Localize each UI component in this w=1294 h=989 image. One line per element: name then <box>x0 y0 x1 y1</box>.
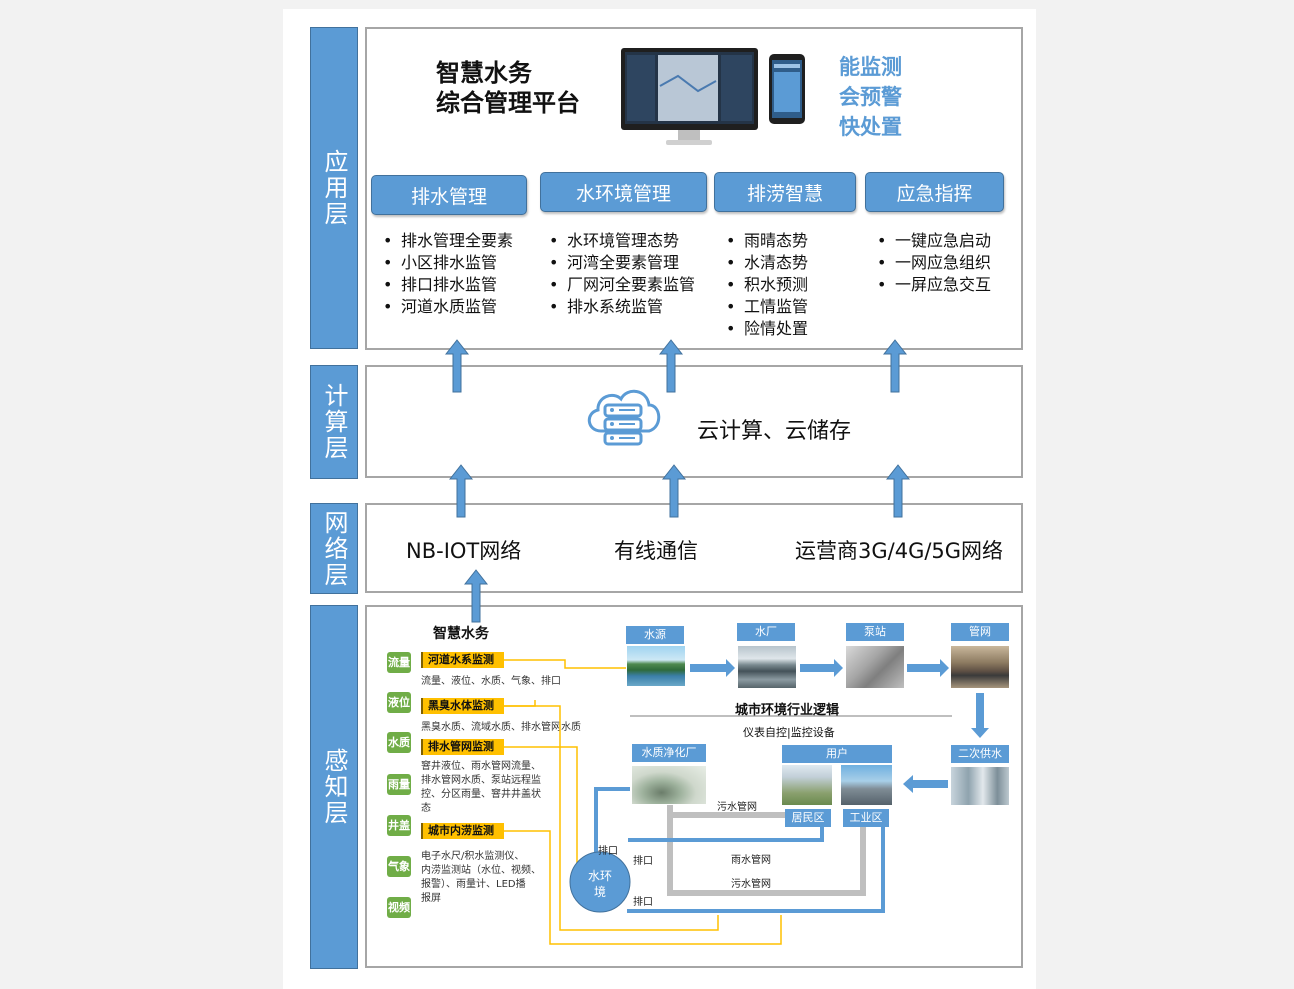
slogan-line-3: 快处置 <box>839 115 902 139</box>
module-flood-list: 雨晴态势 水清态势 积水预测 工情监管 险情处置 <box>726 230 808 340</box>
sensor-weather: 气象 <box>387 856 411 877</box>
monitor-desc-line: 报警）、雨量计、LED播 <box>421 879 526 890</box>
outlet-label-2: 排口 <box>633 856 653 867</box>
slogan-line-2: 会预警 <box>839 85 902 109</box>
sewage-pipe-label-1: 污水管网 <box>717 802 757 813</box>
network-wired: 有线通信 <box>614 539 698 563</box>
rain-pipe-label: 雨水管网 <box>731 855 771 866</box>
slogan: 能监测 会预警 快处置 <box>839 52 902 142</box>
sensor-level: 液位 <box>387 692 411 713</box>
compute-panel <box>365 365 1023 478</box>
monitor-desc-line: 排水管网水质、泵站远程监 <box>421 775 541 786</box>
monitor-desc-line: 电子水尺/积水监测仪、 <box>421 851 525 862</box>
monitor-flood-desc: 电子水尺/积水监测仪、 内涝监测站（水位、视频、 报警）、雨量计、LED播 报屏 <box>421 850 541 906</box>
purification-plant-photo <box>632 766 706 804</box>
purification-plant-label: 水质净化厂 <box>632 744 706 762</box>
sensor-quality: 水质 <box>387 732 411 753</box>
chain-pipe-network: 管网 <box>951 623 1009 641</box>
user-label: 用户 <box>782 745 892 763</box>
monitor-desc-line: 流量、液位、水质、气象、排口 <box>421 676 561 687</box>
list-item: 一网应急组织 <box>877 252 991 274</box>
slogan-line-1: 能监测 <box>839 55 902 79</box>
pipe-network-photo <box>951 646 1009 688</box>
chain-pump-station: 泵站 <box>846 623 904 641</box>
chain-water-source: 水源 <box>626 626 684 644</box>
secondary-supply-label: 二次供水 <box>951 745 1009 763</box>
monitor-desc-line: 内涝监测站（水位、视频、 <box>421 865 541 876</box>
module-drainage-management[interactable]: 排水管理 <box>371 175 527 215</box>
module-drainage-list: 排水管理全要素 小区排水监管 排口排水监管 河道水质监管 <box>383 230 513 318</box>
layer-label-network: 网络层 <box>310 503 358 594</box>
monitor-urban-flood: 城市内涝监测 <box>421 823 504 839</box>
compute-label: 云计算、云储存 <box>697 419 852 444</box>
layer-label-perception: 感知层 <box>310 605 358 969</box>
module-water-env-list: 水环境管理态势 河湾全要素管理 厂网河全要素监管 排水系统监管 <box>549 230 695 318</box>
list-item: 河道水质监管 <box>383 296 513 318</box>
monitor-desc-line: 报屏 <box>421 893 441 904</box>
monitor-desc-line: 黑臭水质、流域水质、排水管网水质 <box>421 722 581 733</box>
list-item: 排水系统监管 <box>549 296 695 318</box>
list-item: 水环境管理态势 <box>549 230 695 252</box>
sensor-flow: 流量 <box>387 652 411 673</box>
sensor-rainfall: 雨量 <box>387 774 411 795</box>
monitor-river-desc: 流量、液位、水质、气象、排口 <box>421 675 561 689</box>
monitor-desc-line: 控、分区雨量、窨井井盖状 <box>421 789 541 800</box>
module-water-environment[interactable]: 水环境管理 <box>540 172 707 212</box>
perception-title: 智慧水务 <box>433 626 489 642</box>
list-item: 排口排水监管 <box>383 274 513 296</box>
module-emergency-list: 一键应急启动 一网应急组织 一屏应急交互 <box>877 230 991 296</box>
platform-title: 智慧水务 综合管理平台 <box>436 58 580 118</box>
residential-photo <box>782 765 832 805</box>
module-emergency-command[interactable]: 应急指挥 <box>865 172 1004 212</box>
monitor-pipe-desc: 窨井液位、雨水管网流量、 排水管网水质、泵站远程监 控、分区雨量、窨井井盖状 态 <box>421 760 541 816</box>
water-env-line-2: 境 <box>593 885 606 899</box>
list-item: 工情监管 <box>726 296 808 318</box>
monitor-desc-line: 窨井液位、雨水管网流量、 <box>421 761 541 772</box>
layer-label-compute: 计算层 <box>310 365 358 479</box>
list-item: 厂网河全要素监管 <box>549 274 695 296</box>
sewage-pipe-label-2: 污水管网 <box>731 879 771 890</box>
layer-label-application: 应用层 <box>310 27 358 349</box>
list-item: 排水管理全要素 <box>383 230 513 252</box>
network-nbiot: NB-IOT网络 <box>406 539 522 563</box>
list-item: 雨晴态势 <box>726 230 808 252</box>
module-flood-control[interactable]: 排涝智慧 <box>714 172 856 212</box>
platform-title-line1: 智慧水务 <box>436 59 532 87</box>
list-item: 河湾全要素管理 <box>549 252 695 274</box>
monitor-river: 河道水系监测 <box>421 652 504 668</box>
platform-title-line2: 综合管理平台 <box>436 89 580 117</box>
secondary-supply-photo <box>951 767 1009 805</box>
industrial-photo <box>841 765 892 805</box>
pump-station-photo <box>846 646 904 688</box>
industrial-label: 工业区 <box>843 809 889 827</box>
monitor-blackwater: 黑臭水体监测 <box>421 698 504 714</box>
cloud-server-icon <box>587 389 661 446</box>
list-item: 小区排水监管 <box>383 252 513 274</box>
water-environment-node: 水环 境 <box>578 868 622 900</box>
list-item: 险情处置 <box>726 318 808 340</box>
outlet-label-1: 排口 <box>598 846 618 857</box>
dashboard-device-illustration <box>621 48 805 145</box>
residential-label: 居民区 <box>785 809 831 827</box>
list-item: 水清态势 <box>726 252 808 274</box>
sensor-manhole: 井盖 <box>387 815 411 836</box>
water-plant-photo <box>738 646 796 688</box>
water-env-line-1: 水环 <box>587 869 612 883</box>
outlet-label-3: 排口 <box>633 897 653 908</box>
list-item: 一屏应急交互 <box>877 274 991 296</box>
sensor-video: 视频 <box>387 897 411 918</box>
monitor-blackwater-desc: 黑臭水质、流域水质、排水管网水质 <box>421 721 581 735</box>
logic-title: 城市环境行业逻辑 <box>735 703 840 718</box>
water-source-photo <box>627 646 685 686</box>
logic-subtitle: 仪表自控|监控设备 <box>743 726 835 739</box>
list-item: 一键应急启动 <box>877 230 991 252</box>
list-item: 积水预测 <box>726 274 808 296</box>
network-carrier: 运营商3G/4G/5G网络 <box>795 539 1004 563</box>
chain-water-plant: 水厂 <box>737 623 795 641</box>
monitor-pipe-network: 排水管网监测 <box>421 739 504 755</box>
monitor-desc-line: 态 <box>421 803 431 814</box>
